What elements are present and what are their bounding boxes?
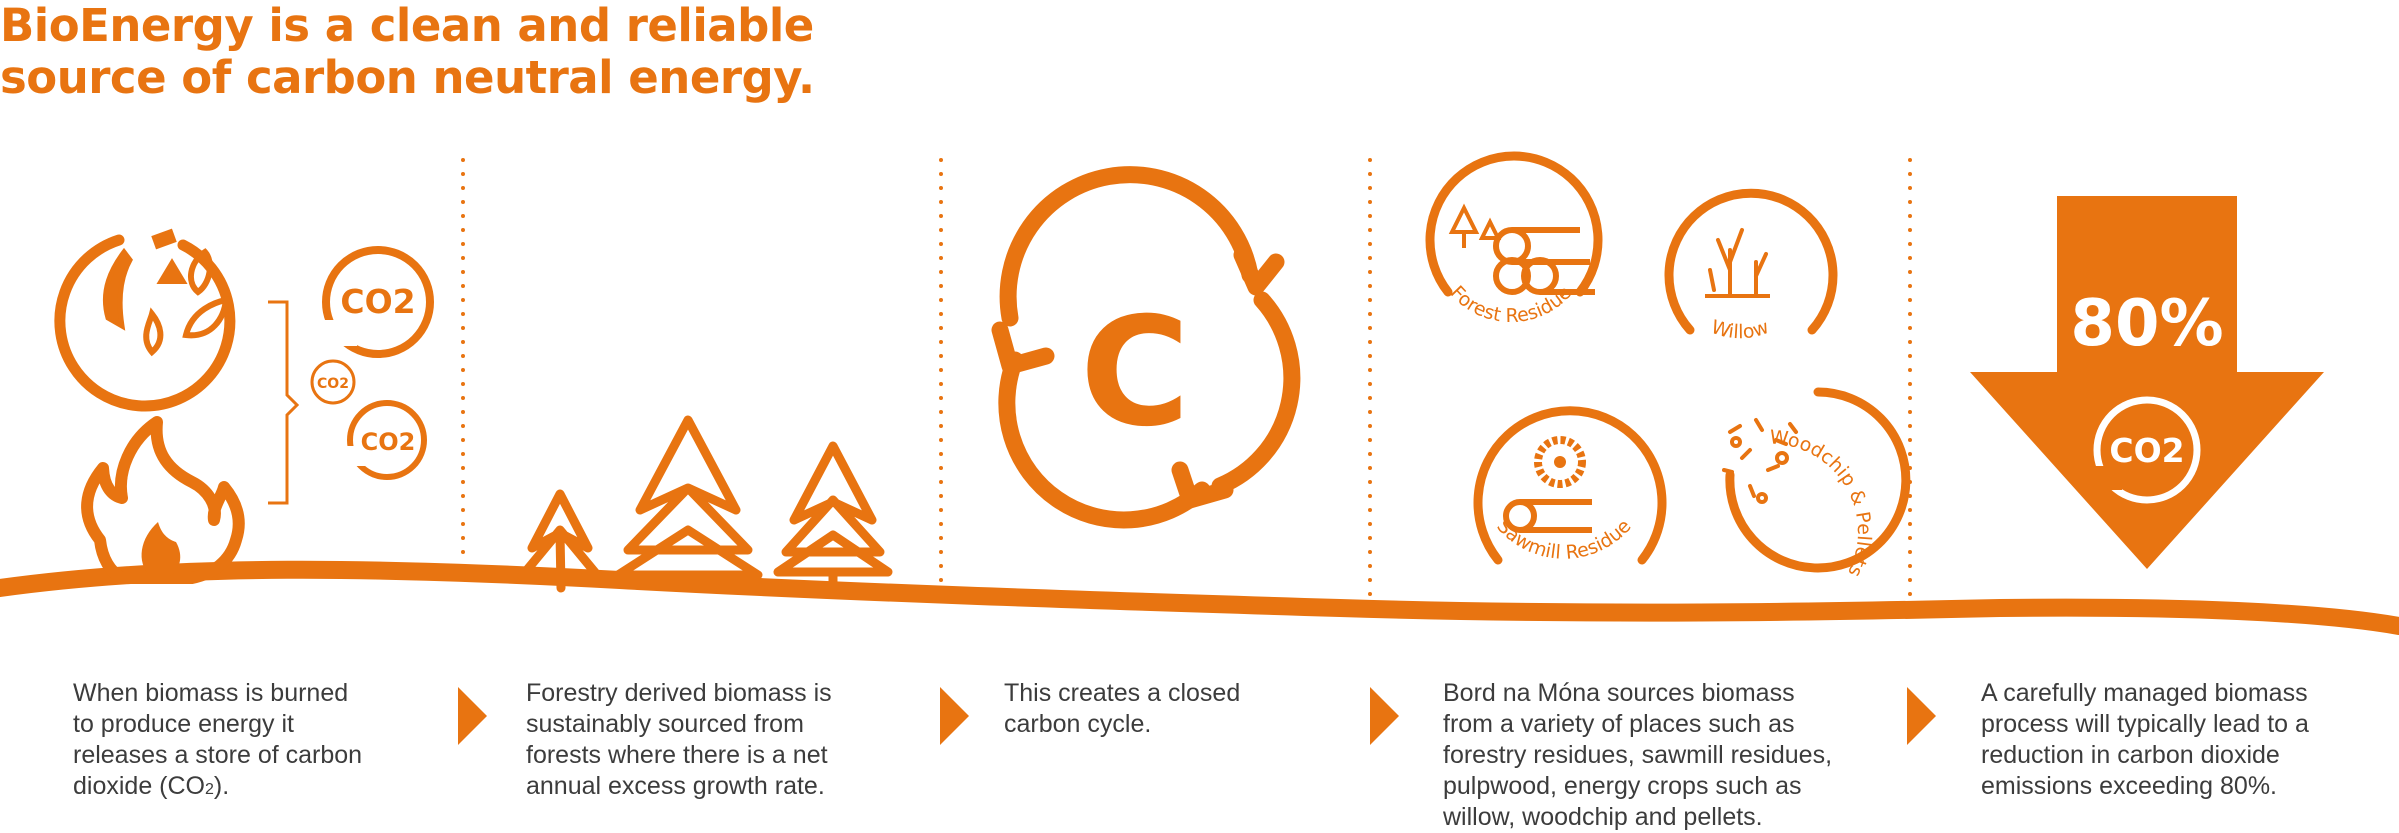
carbon-letter: C [1080, 286, 1190, 460]
co2-large-text: CO2 [340, 282, 415, 321]
co2-small-text: CO2 [317, 376, 349, 392]
tree-medium-icon [773, 441, 893, 593]
tree-small-icon [517, 489, 603, 593]
tree-large-icon [613, 415, 763, 593]
forest-residue-label: Forest Residue [1446, 282, 1576, 327]
caption-burning: When biomass is burned to produce energy… [73, 679, 363, 800]
bracket-icon [268, 300, 300, 505]
caption-forestry: Forestry derived biomass is sustainably … [526, 679, 832, 800]
caption-cycle: This creates a closed carbon cycle. [1004, 679, 1241, 738]
svg-text:Sawmill Residue: Sawmill Residue [1492, 515, 1635, 564]
headline-line-2: source of carbon neutral energy. [0, 51, 815, 104]
caption-sources: Bord na Móna sources biomass from a vari… [1443, 679, 1833, 831]
co2-medium-text: CO2 [361, 428, 416, 456]
ground-line [0, 560, 2399, 635]
sawmill-residue-label: Sawmill Residue [1492, 515, 1635, 564]
carbon-cycle-icon [991, 166, 1301, 529]
co2-small-icon: CO2 [310, 359, 356, 405]
chevron-right-icon [940, 687, 969, 745]
forest-residue-icon: Forest Residue [1425, 151, 1603, 327]
biomass-icon [54, 228, 236, 412]
chevron-right-icon [1370, 687, 1399, 745]
caption-chevrons [458, 687, 1936, 745]
svg-text:Willow: Willow [1708, 316, 1771, 343]
reduction-percent: 80% [2070, 287, 2223, 361]
divider-lines [461, 158, 1912, 602]
co2-medium-icon: CO2 [345, 400, 427, 480]
caption-reduction: A carefully managed biomass process will… [1981, 679, 2309, 800]
willow-icon: Willow [1664, 188, 1838, 343]
fire-icon [81, 416, 245, 584]
headline-line-1: BioEnergy is a clean and reliable [0, 0, 814, 52]
co2-large-icon: CO2 [317, 246, 434, 358]
woodchip-pellets-icon: Woodchip & Pellets [1722, 387, 1911, 580]
arrow-co2-text: CO2 [2109, 431, 2184, 470]
willow-label: Willow [1708, 316, 1771, 343]
reduction-arrow-icon: 80% CO2 [1970, 196, 2324, 569]
trees-icon [517, 415, 893, 593]
chevron-right-icon [1907, 687, 1936, 745]
svg-text:Forest Residue: Forest Residue [1446, 282, 1576, 327]
headline: BioEnergy is a clean and reliable source… [0, 0, 820, 104]
chevron-right-icon [458, 687, 487, 745]
sawmill-residue-icon: Sawmill Residue [1473, 406, 1667, 565]
